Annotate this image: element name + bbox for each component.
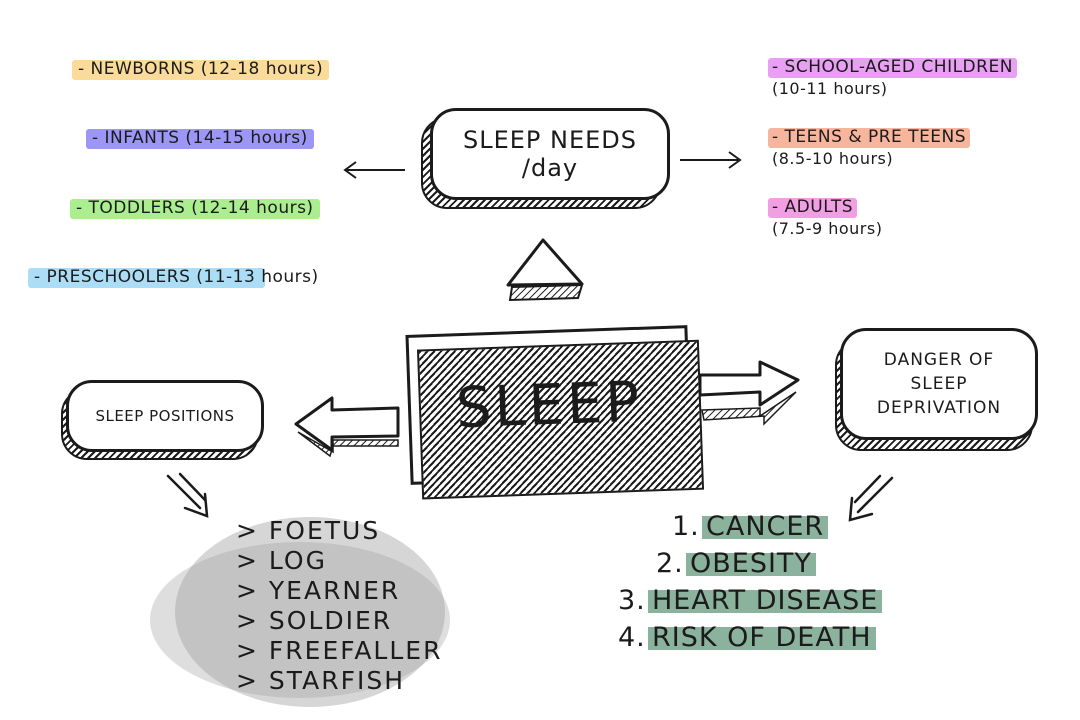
sleep-positions-title: SLEEP POSITIONS [95,407,235,425]
sleep-needs-label-line1: SLEEP NEEDS [462,126,638,154]
position-item: > FOETUS [236,516,381,545]
need-teens: - TEENS & PRE TEENS (8.5-10 hours) [768,126,971,170]
sleep-needs-box: SLEEP NEEDS /day [421,108,670,209]
block-arrow-right-icon [698,360,800,426]
danger-item: 4.RISK OF DEATH [618,619,882,656]
need-teens-text: - TEENS & PRE TEENS [772,127,967,147]
danger-item-text: HEART DISEASE [652,585,879,616]
danger-title-line1: DANGER OF [883,350,995,370]
danger-item-text: RISK OF DEATH [652,622,872,653]
positions-list: > FOETUS > LOG > YEARNER > SOLDIER > FRE… [236,516,442,696]
need-preschoolers: - PRESCHOOLERS (11-13 hours) [28,265,325,289]
danger-title-line3: DEPRIVATION [876,398,1002,418]
danger-item-number: 1. [672,511,700,542]
position-item: > STARFISH [236,666,405,695]
sleep-needs-label-line2: /day [521,154,579,182]
triangle-up-icon [506,238,584,302]
danger-item-number: 2. [656,548,684,579]
danger-item: 1.CANCER [672,508,882,545]
need-newborns: - NEWBORNS (12-18 hours) [72,57,330,81]
sleep-center-label: SLEEP [454,369,644,441]
danger-item-number: 4. [618,622,646,653]
danger-item-text: OBESITY [690,548,812,579]
need-school-aged: - SCHOOL-AGED CHILDREN (10-11 hours) [768,56,1017,100]
arrow-down-right-icon [848,474,894,522]
need-toddlers-text: - TODDLERS (12-14 hours) [76,198,314,218]
need-newborns-text: - NEWBORNS (12-18 hours) [78,59,324,79]
need-school-aged-text: - SCHOOL-AGED CHILDREN [772,57,1013,77]
arrow-down-left-icon [166,472,209,518]
sleep-positions-box: SLEEP POSITIONS [61,380,264,460]
block-arrow-left-icon [294,396,400,458]
need-school-aged-hours: (10-11 hours) [772,79,888,98]
need-infants-text: - INFANTS (14-15 hours) [92,128,308,148]
sleep-center-box: SLEEP [405,325,705,500]
position-item: > LOG [236,546,327,575]
danger-list: 1.CANCER 2.OBESITY 3.HEART DISEASE 4.RIS… [618,508,883,656]
positions-scribble [150,517,450,707]
need-adults-text: - ADULTS [772,197,854,217]
position-item: > YEARNER [236,576,401,605]
need-preschoolers-text: - PRESCHOOLERS (11-13 hours) [34,267,319,287]
danger-title-line2: SLEEP [910,374,968,394]
arrow-left-icon [343,161,405,179]
position-item: > FREEFALLER [236,636,443,665]
danger-item-text: CANCER [706,511,825,542]
arrow-right-icon [680,151,742,169]
danger-box: DANGER OF SLEEP DEPRIVATION [835,328,1038,451]
position-item: > SOLDIER [236,606,393,635]
danger-item: 3.HEART DISEASE [618,582,883,619]
danger-item-number: 3. [618,585,646,616]
need-teens-hours: (8.5-10 hours) [772,149,894,168]
need-adults-hours: (7.5-9 hours) [772,219,883,238]
need-toddlers: - TODDLERS (12-14 hours) [70,196,320,220]
danger-item: 2.OBESITY [656,545,882,582]
need-infants: - INFANTS (14-15 hours) [86,126,314,150]
need-adults: - ADULTS (7.5-9 hours) [768,196,882,240]
